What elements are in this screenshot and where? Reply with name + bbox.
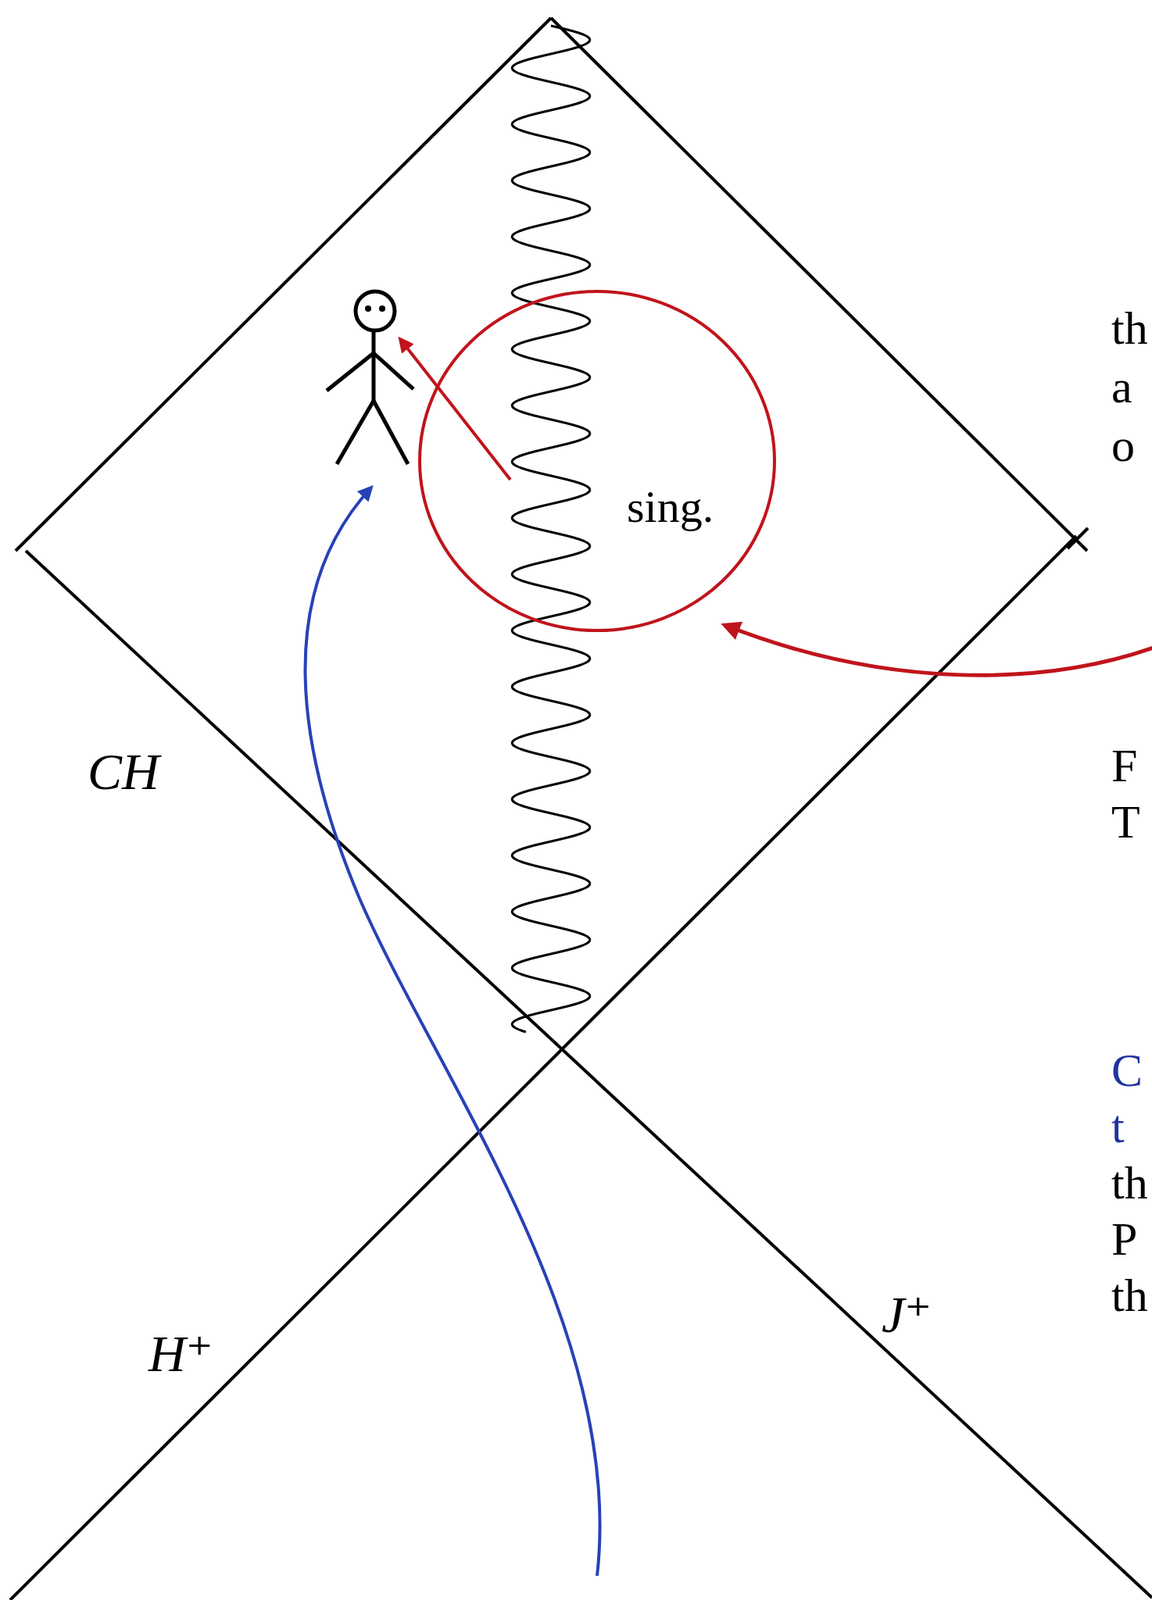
circle-outline bbox=[417, 289, 777, 634]
cropped-text: C bbox=[1111, 1047, 1143, 1095]
stick-figure bbox=[326, 291, 414, 465]
cropped-text: o bbox=[1111, 422, 1135, 469]
cropped-text: th bbox=[1111, 1272, 1149, 1320]
node-label: sing. bbox=[626, 484, 714, 530]
diagram-lines bbox=[10, 17, 1152, 1600]
upper-right-boundary bbox=[550, 17, 1088, 551]
cropped-text: t bbox=[1111, 1103, 1125, 1151]
infinity-label: J⁺ bbox=[881, 1289, 932, 1342]
cropped-text: a bbox=[1111, 363, 1133, 411]
cropped-text: F bbox=[1111, 742, 1138, 790]
horizon-label: CH bbox=[87, 746, 160, 798]
horizon-label: H⁺ bbox=[148, 1328, 214, 1381]
corner-tick bbox=[1067, 528, 1088, 549]
pointer-arrow bbox=[724, 625, 1152, 676]
singularity-circle: sing. bbox=[417, 289, 777, 634]
upper-left-boundary bbox=[15, 17, 551, 551]
singularity-wave bbox=[511, 25, 590, 1033]
cauchy-horizon-line bbox=[25, 550, 1152, 1599]
cropped-text: P bbox=[1111, 1216, 1138, 1263]
cropped-text: th bbox=[1111, 1159, 1149, 1207]
cropped-text: T bbox=[1111, 798, 1141, 846]
cropped-text: th bbox=[1111, 304, 1149, 352]
scri-line bbox=[10, 536, 1077, 1600]
observer-worldline bbox=[305, 487, 601, 1577]
